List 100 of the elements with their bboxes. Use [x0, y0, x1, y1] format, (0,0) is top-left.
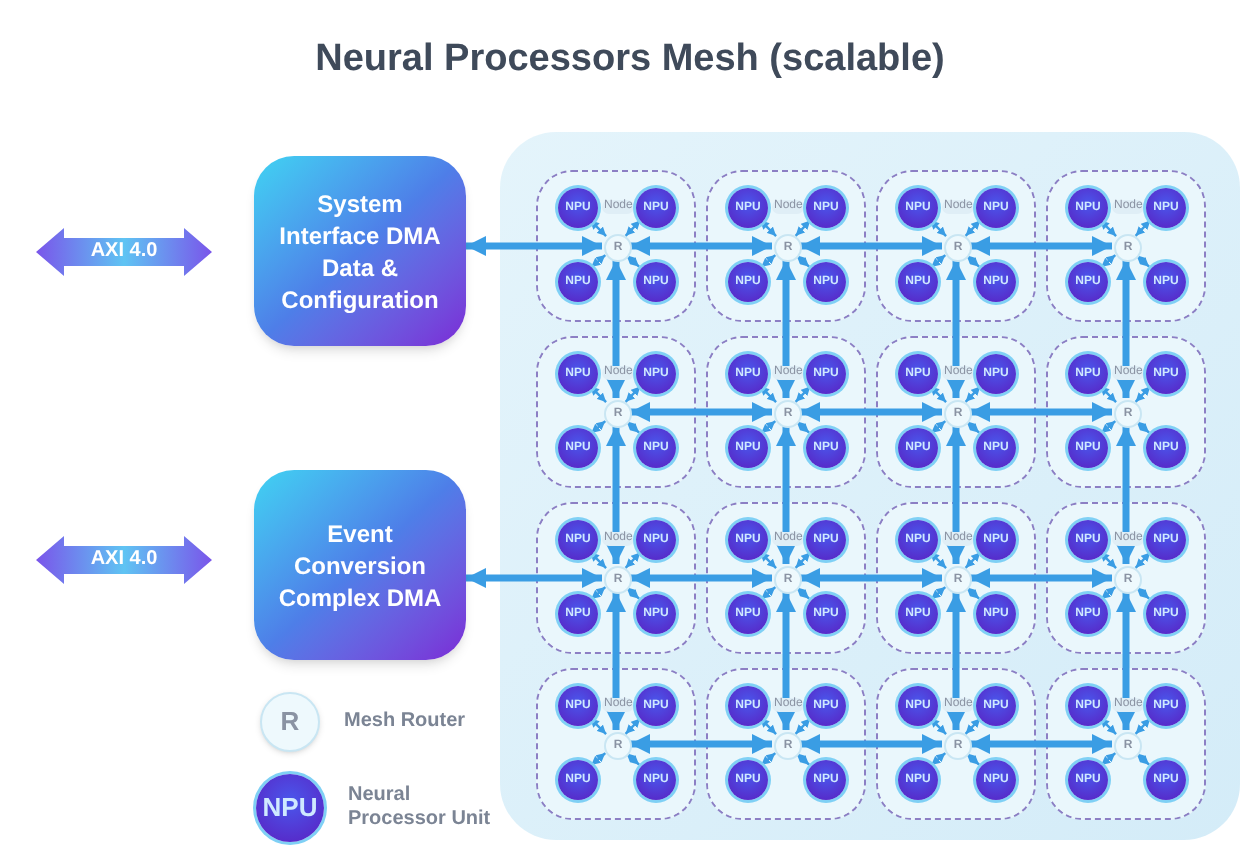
double-arrow	[590, 752, 607, 766]
dma-block: System Interface DMA Data & Configuration	[254, 156, 466, 346]
node-tile	[1046, 668, 1206, 820]
double-arrow	[589, 219, 607, 237]
double-arrow	[760, 586, 777, 600]
node-tile	[876, 502, 1036, 654]
double-arrow	[630, 236, 772, 256]
arrow-label: AXI 4.0	[88, 240, 160, 264]
double-arrow	[946, 426, 966, 564]
double-arrow	[1135, 254, 1150, 268]
double-arrow	[590, 420, 607, 434]
double-arrow	[964, 385, 982, 403]
double-arrow	[946, 260, 966, 398]
arrow-label: AXI 4.0	[88, 548, 160, 572]
node-tile	[876, 170, 1036, 322]
double-arrow	[930, 752, 947, 766]
double-arrow	[800, 402, 942, 422]
node-tile	[876, 668, 1036, 820]
double-arrow	[965, 586, 980, 600]
double-arrow	[794, 551, 812, 569]
double-arrow	[1100, 254, 1117, 268]
double-arrow	[625, 420, 640, 434]
double-arrow	[795, 752, 810, 766]
node-caption: Mesh Router	[344, 710, 468, 734]
double-arrow	[760, 420, 777, 434]
node-tile	[706, 170, 866, 322]
node-tile	[1046, 336, 1206, 488]
double-arrow	[625, 586, 640, 600]
double-arrow	[1134, 385, 1152, 403]
double-arrow	[759, 219, 777, 237]
double-arrow	[606, 260, 626, 398]
double-arrow	[624, 551, 642, 569]
double-arrow	[1100, 586, 1117, 600]
double-arrow	[800, 236, 942, 256]
double-arrow	[1134, 717, 1152, 735]
double-arrow	[590, 254, 607, 268]
double-arrow	[624, 219, 642, 237]
double-arrow	[929, 551, 947, 569]
double-arrow	[1099, 551, 1117, 569]
double-arrow	[1099, 219, 1117, 237]
node-tile	[1046, 170, 1206, 322]
double-arrow	[1116, 260, 1136, 398]
double-arrow	[606, 426, 626, 564]
double-arrow	[795, 586, 810, 600]
double-arrow	[946, 592, 966, 730]
node-tile	[536, 502, 696, 654]
double-arrow	[1134, 551, 1152, 569]
node-tile	[1046, 502, 1206, 654]
node-tile	[536, 668, 696, 820]
double-arrow	[965, 420, 980, 434]
double-arrow	[1135, 586, 1150, 600]
double-arrow	[929, 385, 947, 403]
double-arrow	[1116, 592, 1136, 730]
double-arrow	[1099, 385, 1117, 403]
double-arrow	[794, 717, 812, 735]
mesh-panel	[500, 132, 1240, 840]
double-arrow	[970, 236, 1112, 256]
double-arrow	[1135, 752, 1150, 766]
double-arrow	[970, 402, 1112, 422]
double-arrow	[930, 254, 947, 268]
double-arrow	[970, 568, 1112, 588]
double-arrow	[930, 586, 947, 600]
double-arrow	[930, 420, 947, 434]
double-arrow	[759, 717, 777, 735]
node-caption: Neural Processor Unit	[348, 784, 493, 832]
node-tile	[706, 668, 866, 820]
double-arrow	[776, 592, 796, 730]
double-arrow	[1116, 426, 1136, 564]
double-arrow	[800, 734, 942, 754]
double-arrow	[1100, 752, 1117, 766]
double-arrow	[606, 592, 626, 730]
double-arrow	[800, 568, 942, 588]
double-arrow	[625, 254, 640, 268]
node-tile	[536, 336, 696, 488]
dma-block: Event Conversion Complex DMA	[254, 470, 466, 660]
double-arrow	[965, 752, 980, 766]
double-arrow	[589, 551, 607, 569]
node-tile	[876, 336, 1036, 488]
double-arrow	[1099, 717, 1117, 735]
double-arrow	[964, 551, 982, 569]
node-tile	[706, 502, 866, 654]
double-arrow	[630, 568, 772, 588]
double-arrow	[929, 717, 947, 735]
double-arrow	[965, 254, 980, 268]
double-arrow	[759, 551, 777, 569]
double-arrow	[624, 717, 642, 735]
double-arrow	[589, 717, 607, 735]
node-tile	[706, 336, 866, 488]
double-arrow	[970, 734, 1112, 754]
double-arrow	[760, 752, 777, 766]
diagram-title: Neural Processors Mesh (scalable)	[313, 36, 947, 84]
double-arrow	[760, 254, 777, 268]
double-arrow	[794, 385, 812, 403]
double-arrow	[624, 385, 642, 403]
double-arrow	[590, 586, 607, 600]
double-arrow	[776, 426, 796, 564]
double-arrow	[1135, 420, 1150, 434]
double-arrow	[964, 219, 982, 237]
double-arrow	[794, 219, 812, 237]
double-arrow	[466, 236, 602, 256]
